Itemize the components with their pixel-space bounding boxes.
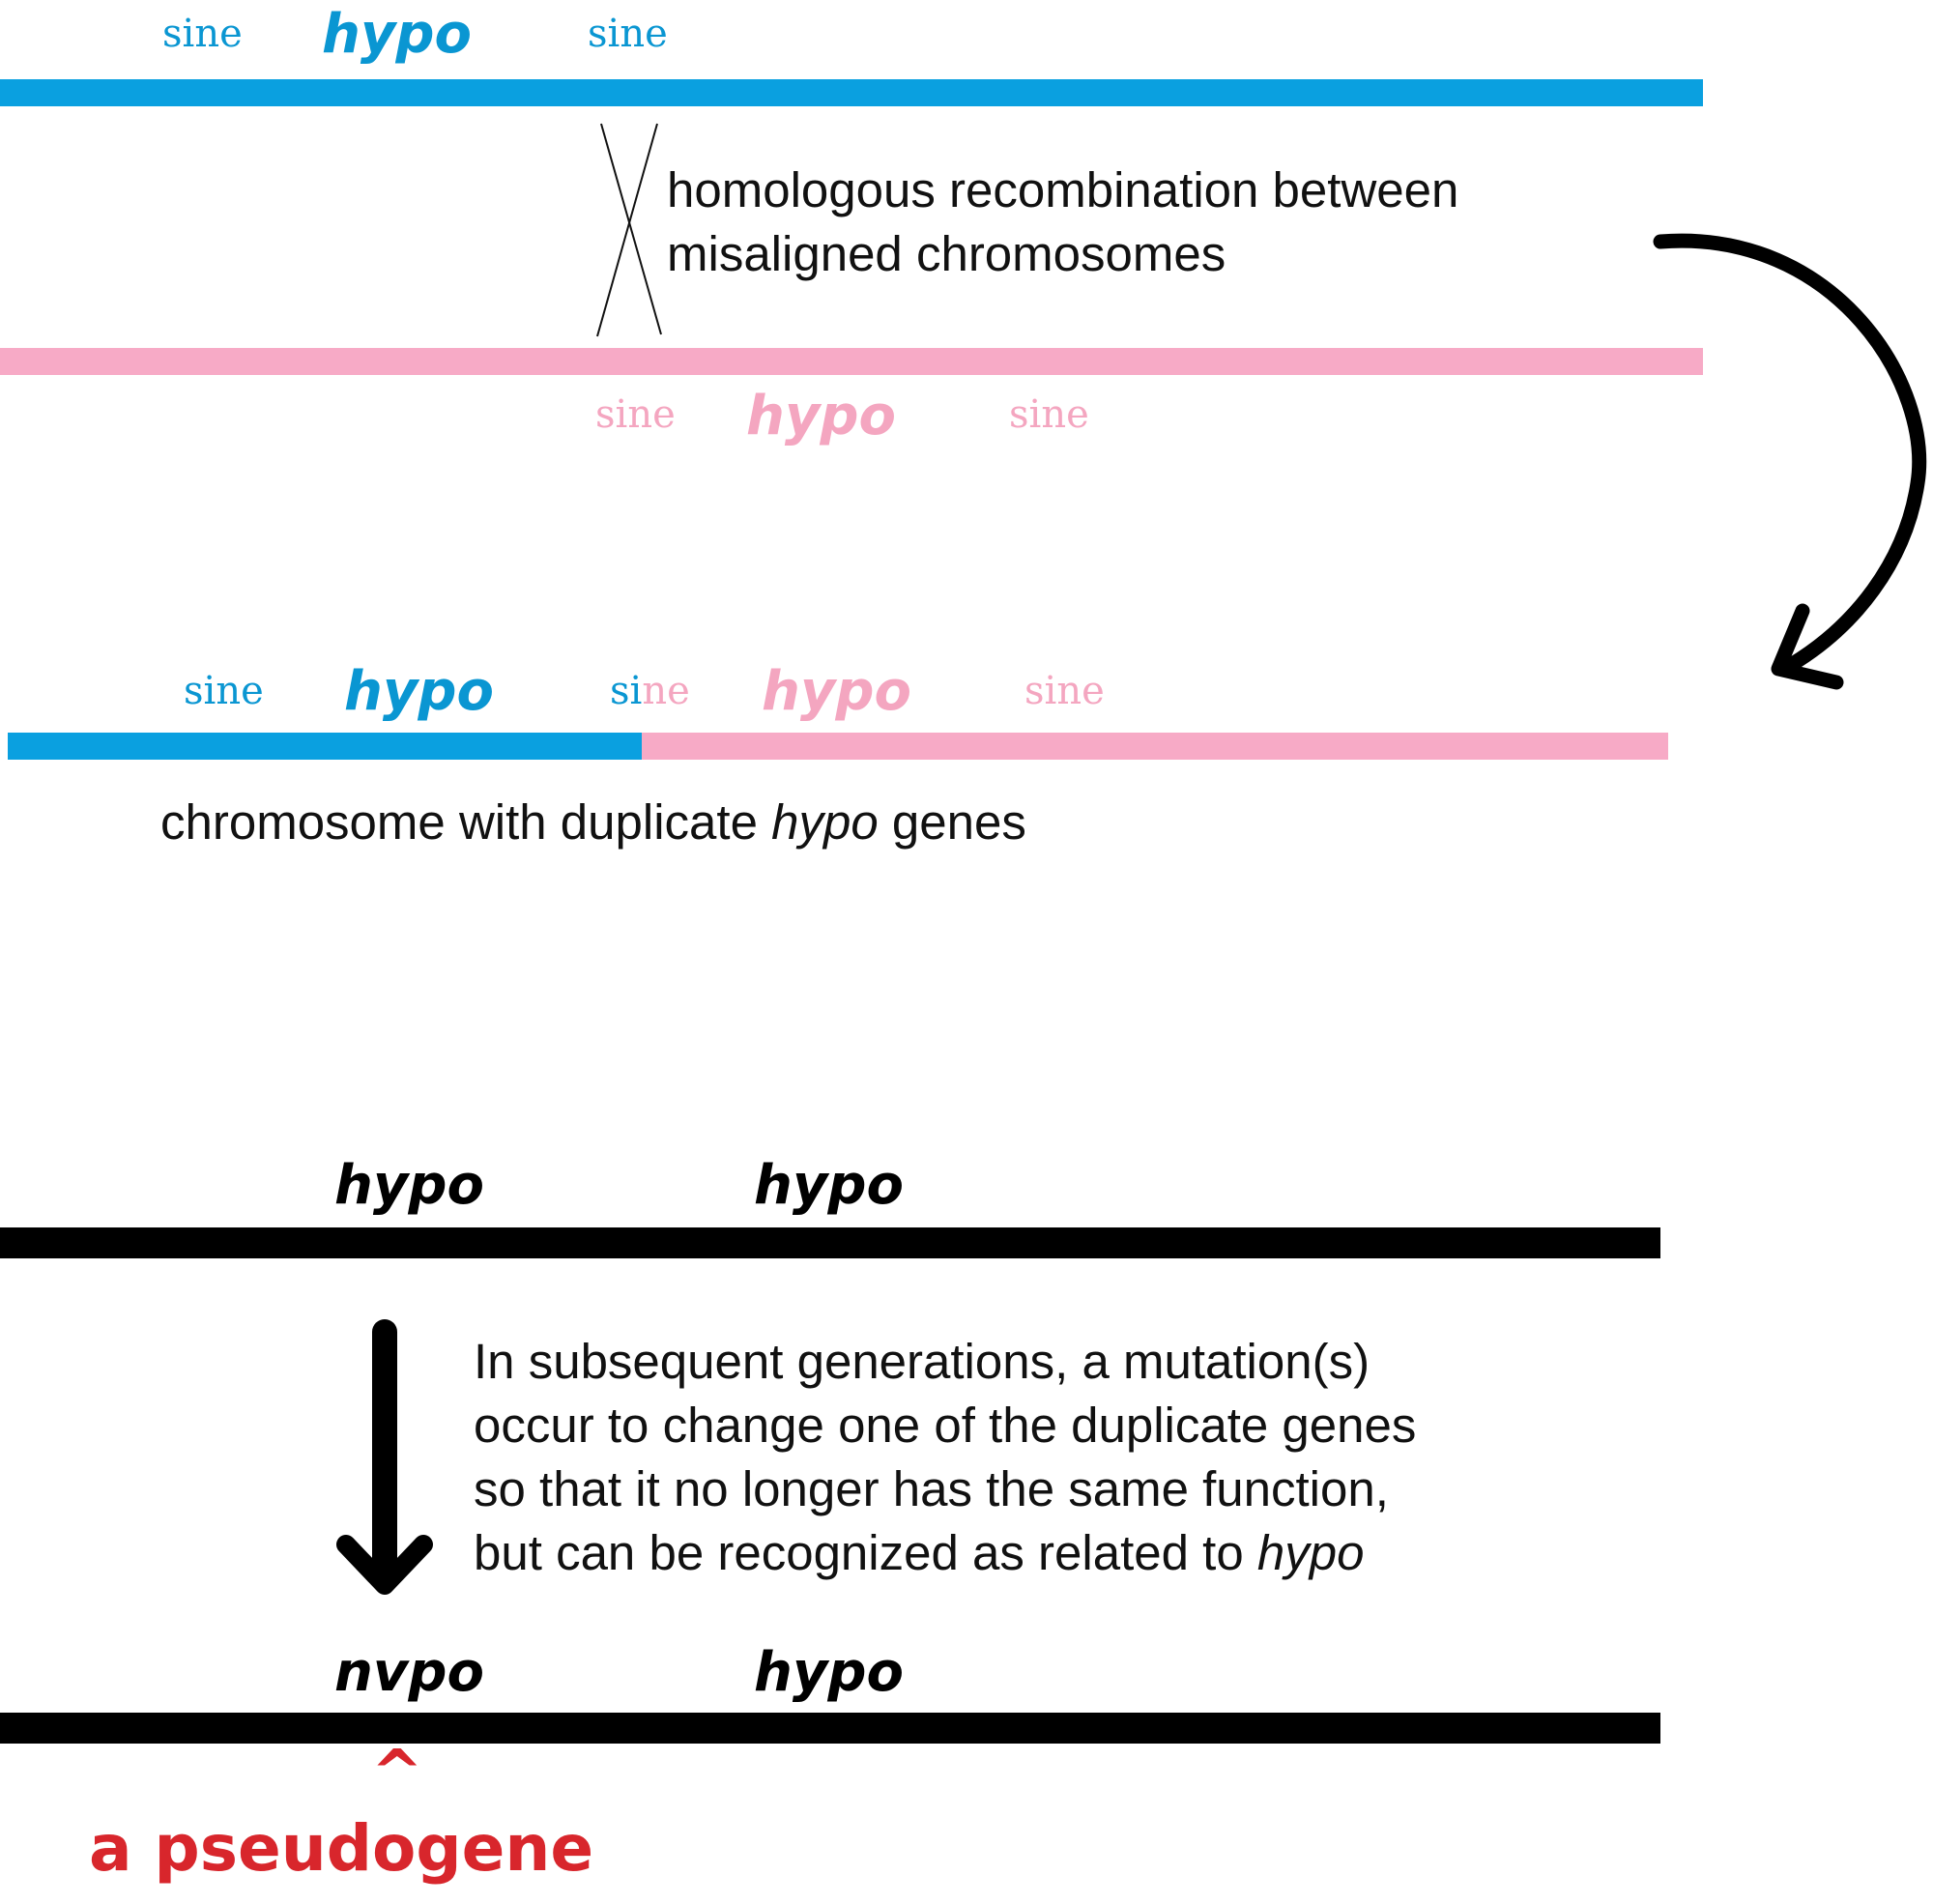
sine-label-pink-right: sine bbox=[1009, 392, 1089, 437]
recombination-description: homologous recombination between misalig… bbox=[667, 159, 1458, 286]
hypo-gene-label-final: hypo bbox=[754, 1641, 904, 1704]
sine-label-dup-3: sine bbox=[1024, 669, 1105, 713]
hypo-gene-label-top: hypo bbox=[322, 3, 472, 66]
sine-label-dup-2-blue-part: si bbox=[610, 669, 643, 713]
black-chromosome-bar-1 bbox=[0, 1227, 1660, 1258]
hypo-gene-label-dup-pink: hypo bbox=[762, 660, 911, 723]
sine-label-pink-left: sine bbox=[595, 392, 676, 437]
pink-chromosome-bar bbox=[0, 348, 1703, 375]
mutation-line-4-gene: hypo bbox=[1256, 1525, 1365, 1580]
recombination-line-2: misaligned chromosomes bbox=[667, 226, 1226, 281]
pseudogene-caret: ^ bbox=[371, 1738, 423, 1809]
sine-label-dup-2-pink-part: ne bbox=[642, 669, 690, 713]
mutation-description: In subsequent generations, a mutation(s)… bbox=[474, 1330, 1416, 1585]
sine-label-dup-2: sine bbox=[610, 669, 690, 713]
hypo-gene-label-dup-blue: hypo bbox=[344, 660, 494, 723]
duplicate-chromosome-caption: chromosome with duplicate hypo genes bbox=[160, 791, 1026, 854]
caption-gene-name: hypo bbox=[771, 794, 879, 850]
sine-label-top-left: sine bbox=[162, 12, 243, 56]
caption-text-before: chromosome with duplicate bbox=[160, 794, 772, 850]
blue-chromosome-bar bbox=[0, 79, 1703, 106]
hypo-gene-label-pink: hypo bbox=[746, 385, 896, 447]
mutation-line-1: In subsequent generations, a mutation(s) bbox=[474, 1334, 1370, 1389]
recombination-line-1: homologous recombination between bbox=[667, 162, 1459, 217]
caption-text-after: genes bbox=[878, 794, 1026, 850]
duplicate-chromosome-pink-segment bbox=[642, 733, 1668, 760]
nvpo-pseudogene-label: nvpo bbox=[334, 1641, 484, 1704]
mutation-line-4-text: but can be recognized as related to bbox=[474, 1525, 1257, 1580]
sine-label-dup-1: sine bbox=[184, 669, 264, 713]
duplicate-chromosome-blue-segment bbox=[8, 733, 642, 760]
hypo-gene-label-black-1: hypo bbox=[334, 1154, 484, 1217]
pseudogene-label: a pseudogene bbox=[89, 1811, 594, 1886]
hypo-gene-label-black-2: hypo bbox=[754, 1154, 904, 1217]
mutation-line-2: occur to change one of the duplicate gen… bbox=[474, 1398, 1417, 1453]
mutation-line-4: but can be recognized as related to hypo bbox=[474, 1521, 1416, 1585]
black-chromosome-bar-2 bbox=[0, 1713, 1660, 1744]
sine-label-top-right: sine bbox=[588, 12, 668, 56]
mutation-line-3: so that it no longer has the same functi… bbox=[474, 1461, 1389, 1516]
